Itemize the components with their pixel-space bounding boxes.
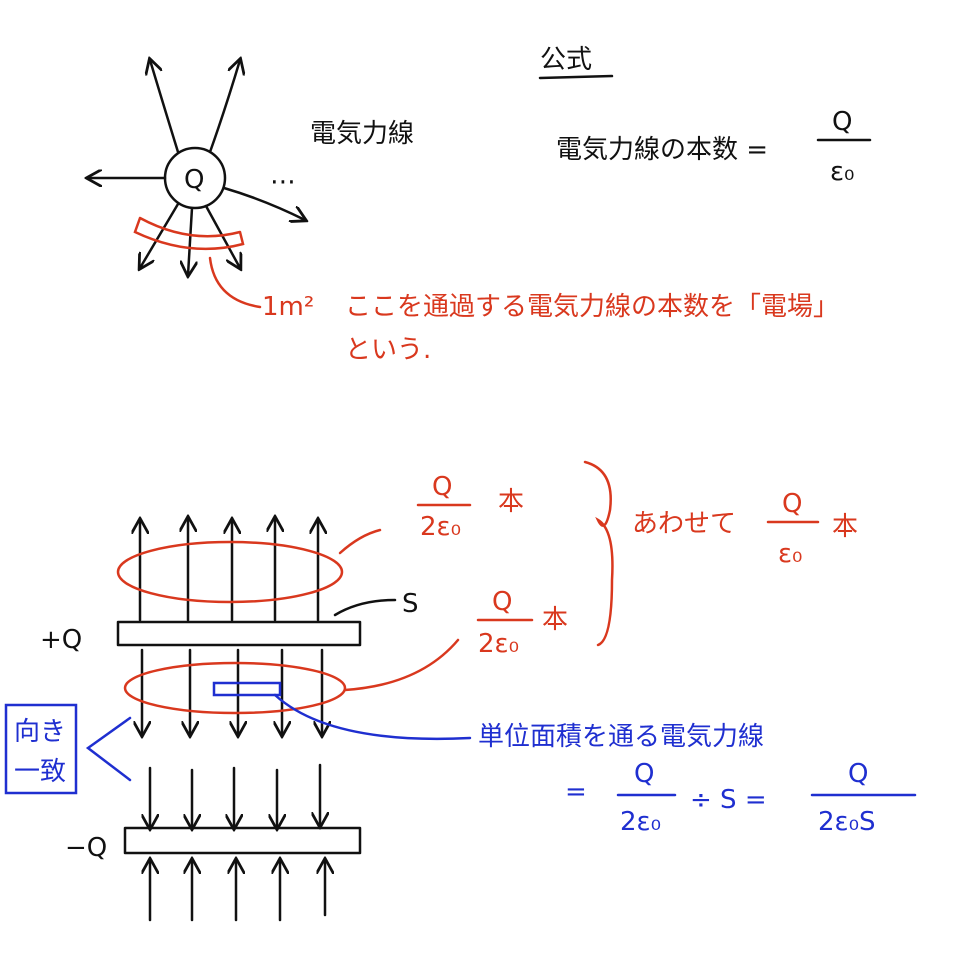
lower-arrows	[150, 763, 320, 828]
lower-pointer	[343, 638, 460, 692]
upper-pointer	[338, 528, 382, 555]
formula-denominator: ε₀	[830, 157, 854, 187]
parallel-plates-diagram	[116, 518, 362, 922]
heading: 公式	[540, 45, 592, 75]
lower-numerator: Q	[492, 587, 512, 617]
minus-plate	[123, 826, 362, 855]
formula-left: 電気力線の本数 =	[556, 135, 768, 165]
s-pointer	[333, 598, 397, 617]
pointer-curve	[208, 256, 262, 309]
equals-1: =	[565, 777, 587, 807]
unit-area-rect	[212, 681, 282, 697]
eq-denominator-1: 2ε₀	[620, 807, 661, 837]
eq-denominator-2: 2ε₀S	[818, 807, 876, 837]
plus-plate	[116, 620, 362, 647]
field-line-arrows	[88, 60, 305, 275]
direction-pointer	[85, 716, 132, 782]
curly-brace	[583, 460, 614, 647]
combined-unit: 本	[832, 512, 858, 542]
lines-label: 電気力線	[310, 119, 414, 149]
definition-line1: ここを通過する電気力線の本数を「電場」	[345, 292, 839, 322]
eq-numerator-1: Q	[634, 759, 654, 789]
combined-numerator: Q	[782, 489, 802, 519]
formula-numerator: Q	[832, 107, 852, 137]
direction-box	[4, 703, 78, 795]
upper-numerator: Q	[432, 472, 452, 502]
upper-arrows	[140, 518, 318, 622]
unit-area-pointer	[273, 693, 472, 741]
combined-text: あわせて	[632, 509, 736, 539]
upper-surface-ellipse	[116, 540, 344, 604]
lower-surface-ellipse	[123, 661, 347, 715]
area-label: 1m²	[262, 292, 314, 322]
lower-unit: 本	[542, 605, 568, 635]
upper-denominator: 2ε₀	[420, 512, 461, 542]
charge-label: Q	[184, 165, 204, 195]
plus-charge-label: +Q	[40, 625, 82, 655]
minus-charge-label: −Q	[65, 833, 107, 863]
upper-unit: 本	[498, 487, 524, 517]
area-s-label: S	[402, 589, 419, 619]
direction-line1: 向き	[14, 717, 66, 747]
definition-line2: という.	[345, 335, 431, 365]
point-charge-diagram: Q ⋯	[88, 60, 305, 309]
lower-denominator: 2ε₀	[478, 629, 519, 659]
bottom-arrows	[150, 860, 325, 922]
heading-underline	[538, 74, 614, 80]
ellipsis: ⋯	[270, 167, 296, 197]
direction-line2: 一致	[14, 757, 66, 787]
eq-numerator-2: Q	[848, 759, 868, 789]
unit-area-patch	[133, 216, 245, 251]
combined-denominator: ε₀	[778, 539, 802, 569]
unit-area-text: 単位面積を通る電気力線	[478, 722, 764, 752]
divide-s: ÷ S =	[690, 785, 767, 815]
